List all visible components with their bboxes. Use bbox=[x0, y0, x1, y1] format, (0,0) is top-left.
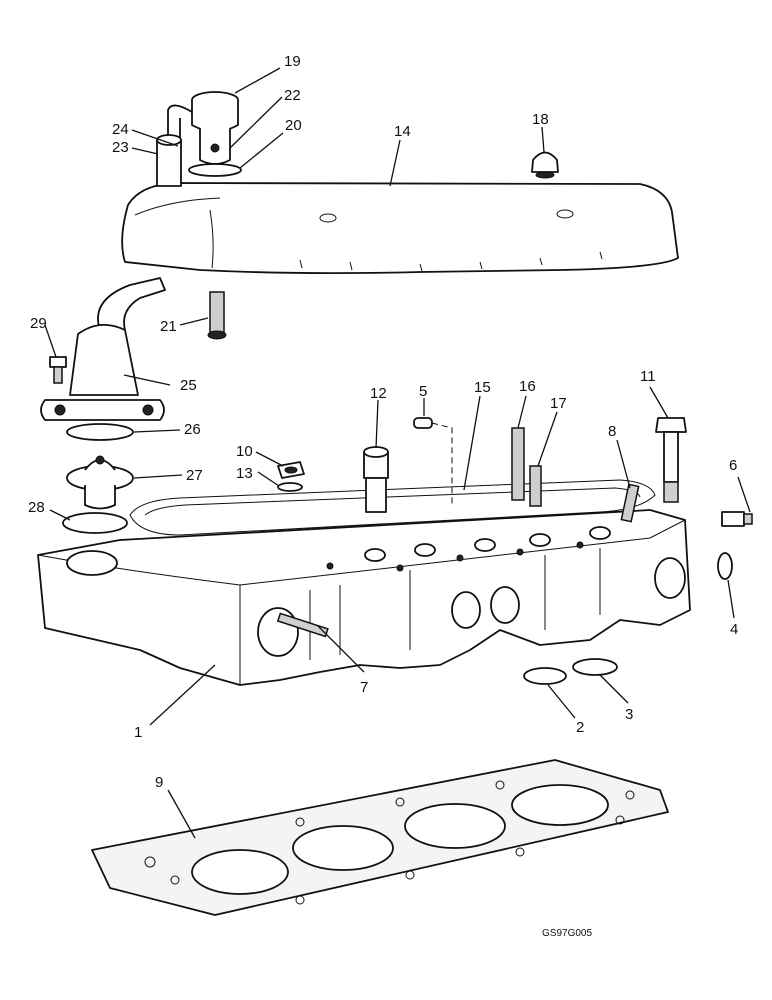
callout-28: 28 bbox=[28, 499, 45, 516]
cap-nut bbox=[531, 151, 559, 179]
callout-24: 24 bbox=[112, 121, 129, 138]
callout-14: 14 bbox=[394, 123, 411, 140]
cylinder-head bbox=[37, 509, 691, 686]
plug-6 bbox=[721, 511, 753, 527]
callout-16: 16 bbox=[519, 378, 536, 395]
callout-1: 1 bbox=[134, 724, 142, 741]
thermostat bbox=[66, 455, 134, 510]
callout-22: 22 bbox=[284, 87, 301, 104]
stud-7 bbox=[276, 612, 329, 638]
reference-code: GS97G005 bbox=[542, 928, 592, 939]
stud-8 bbox=[620, 483, 640, 523]
stud-17 bbox=[529, 465, 542, 507]
breather-valve bbox=[167, 91, 242, 177]
callout-9: 9 bbox=[155, 774, 163, 791]
callout-20: 20 bbox=[285, 117, 302, 134]
callout-23: 23 bbox=[112, 139, 129, 156]
washer-2 bbox=[523, 667, 567, 685]
head-gasket bbox=[91, 759, 669, 916]
ring-4 bbox=[717, 552, 733, 580]
stud-16 bbox=[511, 427, 525, 501]
callout-25: 25 bbox=[180, 377, 197, 394]
callout-2: 2 bbox=[576, 719, 584, 736]
callout-27: 27 bbox=[186, 467, 203, 484]
adaptor-12 bbox=[363, 446, 389, 513]
head-bolt-11 bbox=[655, 417, 687, 503]
washer-3 bbox=[572, 658, 618, 676]
bolt-29 bbox=[49, 356, 67, 384]
callout-18: 18 bbox=[532, 111, 549, 128]
callout-4: 4 bbox=[730, 621, 738, 638]
water-outlet-elbow bbox=[40, 277, 166, 421]
callout-11: 11 bbox=[640, 368, 656, 385]
callout-8: 8 bbox=[608, 423, 616, 440]
callout-15: 15 bbox=[474, 379, 491, 396]
washer-13 bbox=[277, 482, 303, 492]
callout-5: 5 bbox=[419, 383, 427, 400]
thermostat-gasket bbox=[62, 512, 128, 534]
callout-10: 10 bbox=[236, 443, 253, 460]
breather-pipe bbox=[156, 134, 182, 187]
callout-12: 12 bbox=[370, 385, 387, 402]
nut-10 bbox=[277, 461, 305, 479]
o-ring-26 bbox=[66, 423, 134, 441]
callout-13: 13 bbox=[236, 465, 253, 482]
rocker-cover bbox=[121, 182, 679, 275]
callout-3: 3 bbox=[625, 706, 633, 723]
callout-19: 19 bbox=[284, 53, 301, 70]
callout-6: 6 bbox=[729, 457, 737, 474]
callout-26: 26 bbox=[184, 421, 201, 438]
callout-29: 29 bbox=[30, 315, 47, 332]
stud-21 bbox=[207, 291, 227, 340]
callout-17: 17 bbox=[550, 395, 567, 412]
pin-5 bbox=[413, 417, 453, 505]
callout-labels: 1 2 3 4 5 6 7 8 9 10 11 12 13 14 15 16 1… bbox=[28, 53, 738, 791]
callout-7: 7 bbox=[360, 679, 368, 696]
leader-lines bbox=[44, 67, 751, 839]
callout-21: 21 bbox=[160, 318, 177, 335]
